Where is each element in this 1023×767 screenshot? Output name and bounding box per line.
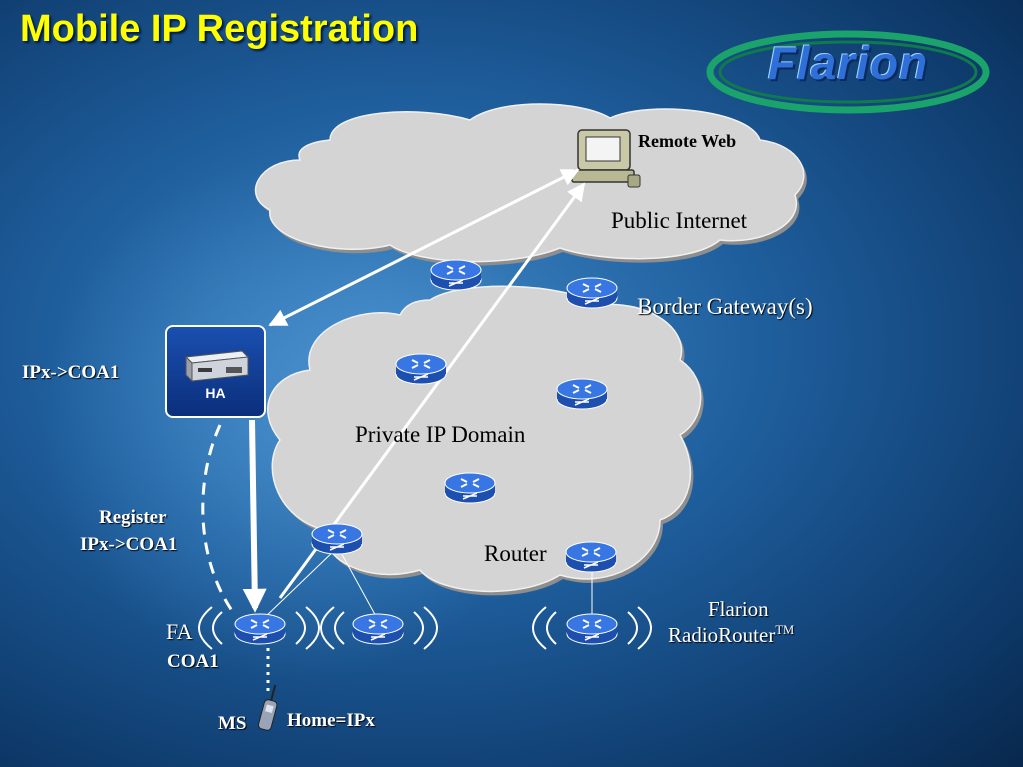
register-label-line1: Register bbox=[99, 507, 167, 528]
fa-label: FA bbox=[166, 619, 193, 644]
private-domain-label: Private IP Domain bbox=[355, 422, 526, 447]
public-internet-cloud bbox=[254, 103, 807, 266]
flarion-logo: Flarion bbox=[767, 37, 929, 89]
radio-links bbox=[261, 546, 593, 621]
coa1-label: COA1 bbox=[167, 651, 219, 672]
radio-waves bbox=[198, 606, 652, 650]
mobile-station-icon bbox=[257, 684, 278, 731]
router-icon bbox=[444, 472, 496, 504]
border-gateway-router-2-icon bbox=[566, 277, 618, 309]
remote-to-ha-arrow bbox=[268, 168, 580, 327]
flarion-logo-swoosh bbox=[706, 30, 990, 114]
router-icon bbox=[395, 353, 447, 385]
radiorouter-label: RadioRouterTM bbox=[668, 623, 794, 648]
router-icon bbox=[565, 541, 617, 573]
home-address-label: Home=IPx bbox=[287, 710, 375, 731]
radiorouter-text: RadioRouter bbox=[668, 623, 776, 647]
router-icon bbox=[556, 378, 608, 410]
flarion-label: Flarion bbox=[708, 597, 769, 621]
slide-title: Mobile IP Registration bbox=[20, 8, 419, 50]
register-label-line2: IPx->COA1 bbox=[80, 534, 178, 555]
remote-web-label: Remote Web bbox=[638, 131, 737, 151]
server-icon bbox=[184, 350, 250, 383]
public-internet-label: Public Internet bbox=[611, 208, 748, 233]
ha-binding-label: IPx->COA1 bbox=[22, 362, 120, 383]
border-gateways-label: Border Gateway(s) bbox=[637, 294, 813, 319]
registration-dashed-path bbox=[201, 424, 237, 616]
trademark-mark: TM bbox=[775, 623, 795, 637]
computer-icon bbox=[571, 129, 641, 188]
ms-label: MS bbox=[218, 713, 247, 734]
fa-radio-router-icon bbox=[234, 613, 286, 645]
home-agent-node: HA bbox=[165, 325, 266, 418]
ha-label: HA bbox=[205, 385, 226, 401]
border-gateway-router-1-icon bbox=[430, 259, 482, 291]
ha-to-fa-tunnel-arrow bbox=[242, 419, 267, 613]
private-domain-cloud bbox=[267, 285, 704, 596]
radio-router-icon bbox=[566, 613, 618, 645]
router-label: Router bbox=[484, 541, 547, 566]
router-icon bbox=[311, 523, 363, 555]
radio-router-icon bbox=[352, 613, 404, 645]
